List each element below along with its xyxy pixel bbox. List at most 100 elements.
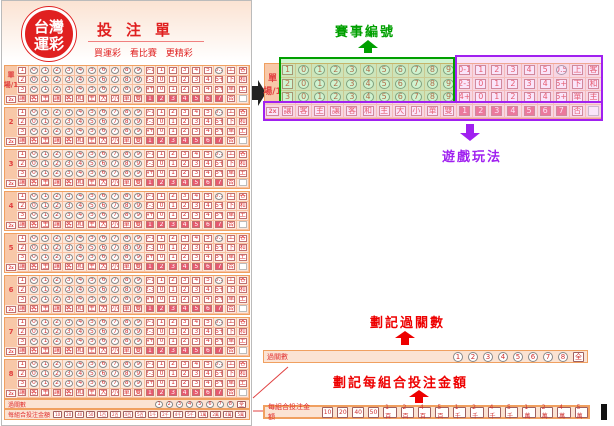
- bet-cell[interactable]: 5: [202, 192, 215, 202]
- bet-cell[interactable]: 0: [156, 201, 168, 211]
- bet-option[interactable]: 0-1: [145, 360, 154, 368]
- bet-option[interactable]: 讓: [53, 179, 62, 187]
- bet-option[interactable]: 主: [378, 105, 390, 116]
- bet-cell[interactable]: 9: [133, 318, 145, 328]
- bet-option[interactable]: 0: [29, 211, 38, 219]
- bet-option[interactable]: 2: [157, 389, 166, 397]
- bet-cell[interactable]: 0: [28, 201, 41, 211]
- bet-cell[interactable]: 8: [424, 64, 441, 78]
- bet-cell[interactable]: 1: [167, 127, 180, 137]
- bet-cell[interactable]: 1: [17, 192, 29, 202]
- bet-cell[interactable]: 5+: [214, 127, 226, 137]
- bet-option[interactable]: 6: [539, 105, 551, 116]
- amount-option[interactable]: 20: [64, 411, 74, 418]
- bet-cell[interactable]: 9: [133, 327, 145, 337]
- bet-cell[interactable]: 客: [237, 108, 249, 118]
- bet-option[interactable]: 6: [99, 234, 108, 242]
- bet-option[interactable]: 小: [111, 179, 120, 187]
- bet-cell[interactable]: 否: [225, 388, 238, 398]
- bet-cell[interactable]: 0: [28, 295, 41, 305]
- bet-cell[interactable]: 1: [40, 379, 52, 389]
- bet-option[interactable]: 1: [145, 389, 154, 397]
- bet-cell[interactable]: 單: [121, 304, 133, 314]
- bet-cell[interactable]: 0: [156, 369, 168, 379]
- bet-cell[interactable]: 1: [17, 108, 29, 118]
- bet-cell[interactable]: 0: [156, 337, 168, 347]
- bet-option[interactable]: 3: [180, 192, 189, 200]
- bet-cell[interactable]: 否: [225, 136, 238, 146]
- bet-cell[interactable]: 3: [63, 117, 75, 127]
- bet-option[interactable]: 3: [192, 85, 201, 93]
- bet-cell[interactable]: 客: [237, 276, 249, 286]
- bet-option[interactable]: 8: [122, 192, 131, 200]
- bet-cell[interactable]: 3: [63, 159, 75, 169]
- bet-cell[interactable]: 客: [28, 262, 41, 272]
- bet-option[interactable]: 7: [215, 347, 224, 355]
- bet-option[interactable]: 5: [203, 108, 212, 116]
- bet-option[interactable]: 大: [99, 179, 108, 187]
- bet-cell[interactable]: 8: [121, 360, 133, 370]
- bet-cell[interactable]: 主: [86, 220, 99, 230]
- bet-option[interactable]: 4: [180, 95, 189, 103]
- bet-option[interactable]: 2: [18, 244, 27, 252]
- bet-option[interactable]: 客: [29, 95, 38, 103]
- bet-cell[interactable]: 8: [121, 337, 133, 347]
- amount-option[interactable]: 50: [367, 406, 380, 418]
- bet-cell[interactable]: 下: [225, 201, 238, 211]
- bet-cell[interactable]: 9: [133, 234, 145, 244]
- bet-cell[interactable]: 0: [156, 75, 168, 85]
- bet-cell[interactable]: 2: [179, 75, 191, 85]
- bet-cell[interactable]: 9: [133, 253, 145, 263]
- bet-option[interactable]: 5: [203, 150, 212, 158]
- parlay-option[interactable]: 3: [175, 400, 184, 408]
- bet-option[interactable]: 1: [145, 347, 154, 355]
- bet-option[interactable]: 4: [192, 318, 201, 326]
- bet-cell[interactable]: 7: [109, 253, 122, 263]
- bet-cell[interactable]: 上: [569, 64, 586, 78]
- bet-cell[interactable]: 3: [489, 104, 506, 118]
- bet-cell[interactable]: 8: [121, 150, 133, 160]
- bet-option[interactable]: 否: [227, 137, 236, 145]
- bet-cell[interactable]: 3: [63, 285, 75, 295]
- bet-cell[interactable]: 4: [75, 127, 87, 137]
- bet-cell[interactable]: 4: [75, 75, 87, 85]
- bet-cell[interactable]: 6: [98, 192, 110, 202]
- bet-cell[interactable]: 4+: [144, 253, 157, 263]
- bet-cell[interactable]: 下: [225, 75, 238, 85]
- bet-option[interactable]: 2: [53, 244, 62, 252]
- bet-cell[interactable]: 3: [167, 262, 180, 272]
- bet-cell[interactable]: [237, 262, 249, 272]
- bet-option[interactable]: 5+: [215, 370, 224, 378]
- bet-option[interactable]: 單: [227, 85, 236, 93]
- bet-cell[interactable]: 0: [156, 117, 168, 127]
- bet-option[interactable]: 7: [111, 160, 120, 168]
- bet-option[interactable]: 9: [134, 360, 143, 368]
- bet-option[interactable]: 9: [134, 328, 143, 336]
- bet-option[interactable]: 4: [180, 179, 189, 187]
- bet-option[interactable]: 2: [169, 234, 178, 242]
- bet-option[interactable]: 1: [491, 78, 503, 89]
- bet-cell[interactable]: [237, 346, 249, 356]
- bet-option[interactable]: 3: [192, 169, 201, 177]
- bet-cell[interactable]: 小: [109, 136, 122, 146]
- bet-option[interactable]: 9: [134, 276, 143, 284]
- bet-option[interactable]: 3: [192, 370, 201, 378]
- bet-option[interactable]: 2: [180, 286, 189, 294]
- bet-cell[interactable]: 單: [225, 379, 238, 389]
- bet-cell[interactable]: 9: [133, 379, 145, 389]
- bet-option[interactable]: 1: [157, 360, 166, 368]
- bet-option[interactable]: 6: [99, 127, 108, 135]
- bet-option[interactable]: 客: [238, 318, 247, 326]
- bet-cell[interactable]: 和: [75, 388, 87, 398]
- bet-option[interactable]: 2: [330, 78, 342, 89]
- bet-option[interactable]: 單: [227, 379, 236, 387]
- bet-cell[interactable]: 小: [109, 94, 122, 104]
- bet-option[interactable]: 3: [64, 253, 73, 261]
- bet-option[interactable]: 1: [41, 253, 50, 261]
- bet-option[interactable]: 3: [64, 379, 73, 387]
- bet-option[interactable]: 和: [238, 328, 247, 336]
- bet-option[interactable]: 1: [41, 202, 50, 210]
- bet-option[interactable]: 3: [507, 65, 519, 76]
- bet-cell[interactable]: 5: [86, 234, 99, 244]
- bet-option[interactable]: 2: [180, 85, 189, 93]
